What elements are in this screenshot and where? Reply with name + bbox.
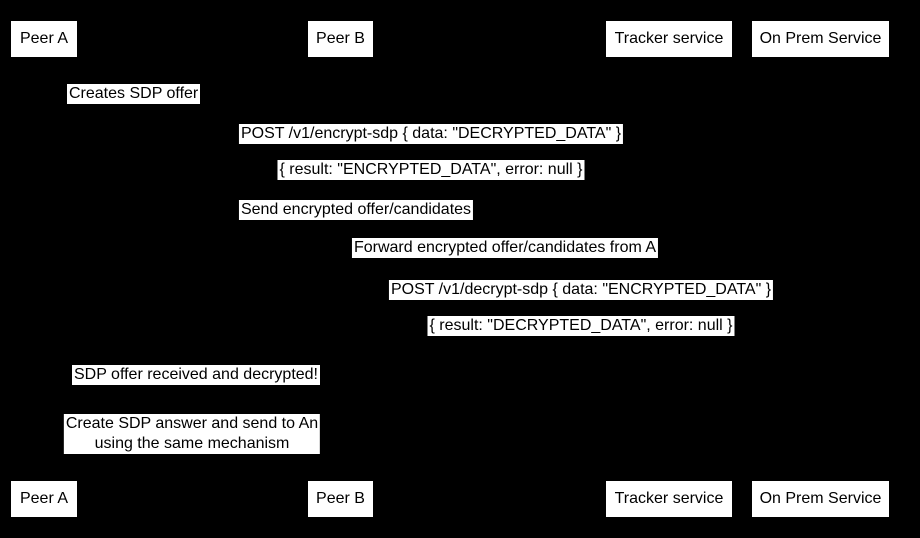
note-sdp-offer-received: SDP offer received and decrypted! [72,365,320,385]
actor-tracker-service-bottom: Tracker service [606,481,732,517]
message-encrypt-result: { result: "ENCRYPTED_DATA", error: null … [277,160,585,180]
message-send-encrypted-offer: Send encrypted offer/candidates [238,200,474,220]
message-creates-sdp-offer: Creates SDP offer [67,84,201,104]
message-post-encrypt-sdp: POST /v1/encrypt-sdp { data: "DECRYPTED_… [238,124,624,144]
actor-on-prem-service-bottom: On Prem Service [752,481,889,517]
actor-peer-a-top: Peer A [11,21,77,57]
note-create-sdp-answer: Create SDP answer and send to An using t… [63,414,321,454]
actor-peer-a-bottom: Peer A [11,481,77,517]
message-decrypt-result: { result: "DECRYPTED_DATA", error: null … [427,316,735,336]
actor-peer-b-bottom: Peer B [308,481,373,517]
actor-on-prem-service-top: On Prem Service [752,21,889,57]
message-post-decrypt-sdp: POST /v1/decrypt-sdp { data: "ENCRYPTED_… [388,280,774,300]
actor-tracker-service-top: Tracker service [606,21,732,57]
message-forward-encrypted-offer: Forward encrypted offer/candidates from … [351,238,659,258]
actor-peer-b-top: Peer B [308,21,373,57]
